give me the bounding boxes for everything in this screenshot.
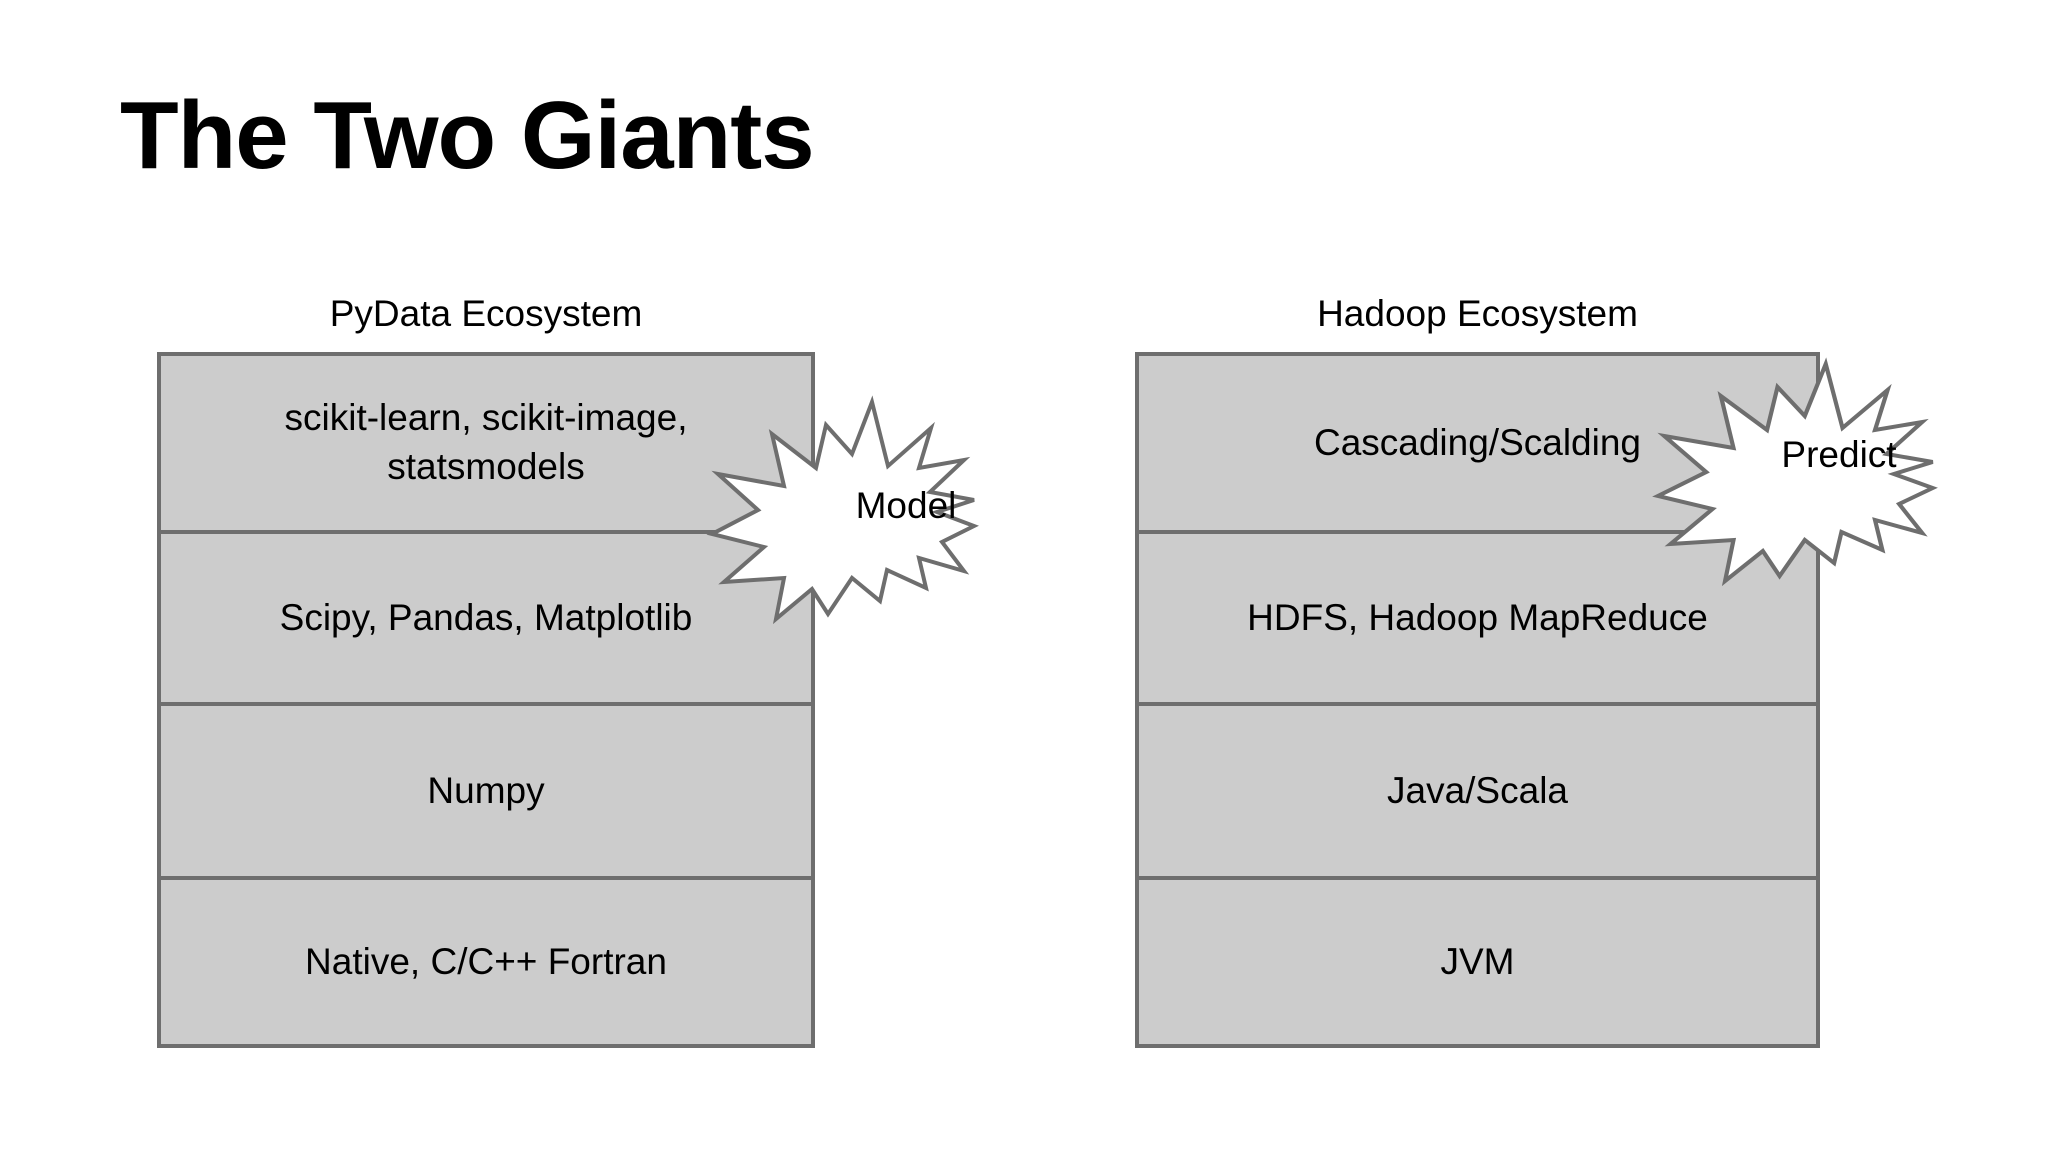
stack-layer-label: HDFS, Hadoop MapReduce [1247, 596, 1708, 638]
stack-layer-label: JVM [1440, 940, 1515, 982]
stack-pydata: PyData Ecosystem scikit-learn, scikit-im… [157, 293, 815, 1048]
stack-layer[interactable]: Scipy, Pandas, Matplotlib [161, 534, 811, 706]
callout-predict[interactable]: Predict [1652, 344, 2048, 610]
stack-caption-hadoop: Hadoop Ecosystem [1317, 293, 1638, 334]
stack-layer[interactable]: JVM [1139, 880, 1816, 1044]
stack-layer[interactable]: Numpy [161, 706, 811, 880]
stack-layer-label: Numpy [427, 769, 545, 811]
stack-caption-pydata: PyData Ecosystem [329, 293, 643, 334]
stack-layer[interactable]: Native, C/C++ Fortran [161, 880, 811, 1044]
stack-layer[interactable]: HDFS, Hadoop MapReduce [1139, 534, 1816, 706]
stack-layer-label: Scipy, Pandas, Matplotlib [279, 596, 693, 638]
stack-layer-label: Java/Scala [1387, 769, 1568, 811]
page-title: The Two Giants [120, 82, 815, 189]
callout-label-model: Model [855, 485, 957, 526]
callout-label-predict: Predict [1781, 434, 1897, 475]
stack-layer[interactable]: scikit-learn, scikit-image, statsmodels [161, 356, 811, 534]
starburst-icon [1652, 357, 1938, 587]
stack-layer[interactable]: Java/Scala [1139, 706, 1816, 880]
starburst-icon [706, 395, 979, 625]
stack-body-pydata: scikit-learn, scikit-image, statsmodels … [157, 352, 815, 1048]
stack-layer-label: Native, C/C++ Fortran [305, 940, 667, 982]
stack-layer-label: scikit-learn, scikit-image, statsmodels [284, 397, 688, 487]
callout-model[interactable]: Model [706, 382, 1084, 648]
stack-layer-label: Cascading/Scalding [1313, 421, 1642, 463]
